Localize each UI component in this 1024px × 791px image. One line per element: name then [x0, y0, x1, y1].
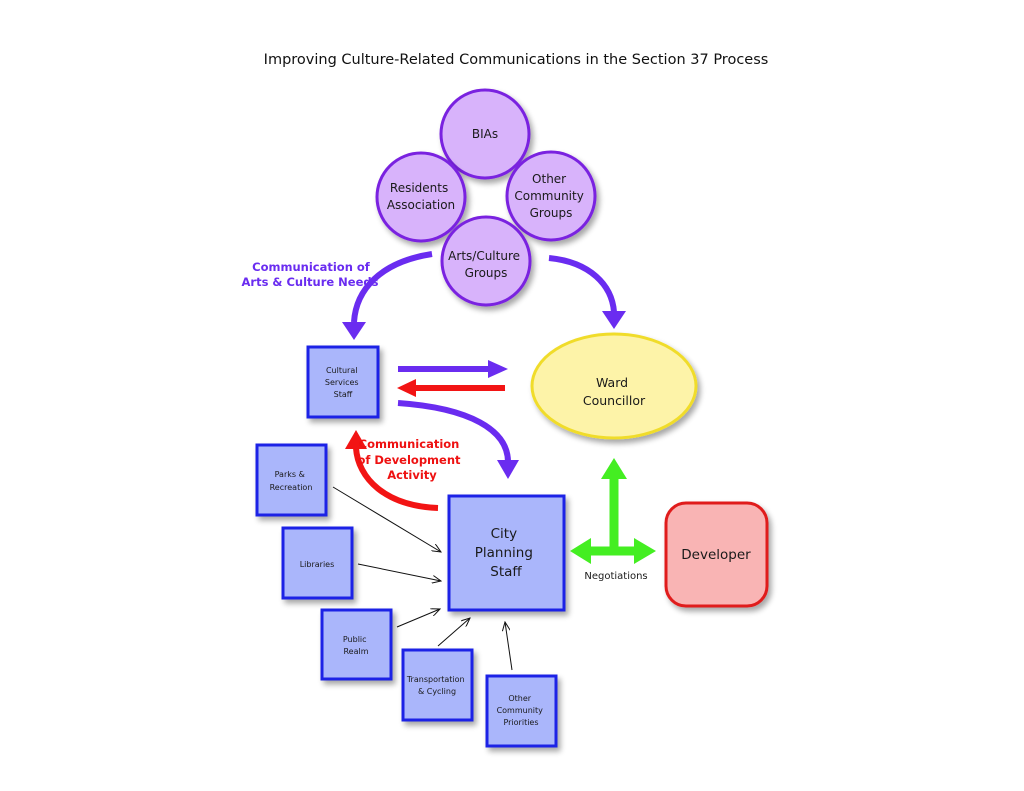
box-parks-recreation: Parks & Recreation: [255, 443, 328, 517]
arrow-transportation-to-planning: [437, 618, 470, 647]
community-circle-other-groups: Other Community Groups: [505, 150, 597, 242]
community-circle-arts-culture: Arts/Culture Groups: [440, 215, 532, 307]
arrow-libraries-to-planning: [357, 563, 441, 581]
box-city-planning-staff: City Planning Staff: [447, 494, 566, 612]
box-transportation-cycling: Transportation & Cycling: [401, 648, 474, 722]
box-label: Public Realm: [343, 635, 369, 656]
ellipse-label: Ward Councillor: [583, 375, 646, 408]
label-development-activity: Communication of Development Activity: [357, 437, 464, 482]
negotiations-arrows: [570, 458, 656, 564]
arrow-community-to-councillor: [548, 255, 626, 329]
community-circle-residents: Residents Association: [375, 151, 467, 243]
box-label: City Planning Staff: [475, 526, 537, 580]
arrow-cultural-to-city-planning: [397, 400, 519, 479]
box-public-realm: Public Realm: [320, 608, 393, 681]
arrow-other-priorities-to-planning: [505, 622, 513, 671]
diagram-title: Improving Culture-Related Communications…: [264, 52, 769, 68]
label-arts-culture-needs: Communication of Arts & Culture Needs: [242, 260, 379, 289]
circle-label: BIAs: [472, 127, 498, 141]
box-label: Libraries: [300, 560, 335, 569]
box-label: Parks & Recreation: [270, 470, 313, 492]
arrow-councillor-to-cultural: [397, 379, 505, 397]
circle-label: Arts/Culture Groups: [448, 249, 524, 280]
box-label: Transportation & Cycling: [406, 675, 467, 696]
arrow-city-planning-to-cultural: [345, 430, 439, 511]
box-label: Other Community Priorities: [497, 694, 546, 727]
box-other-community-priorities: Other Community Priorities: [485, 674, 558, 748]
arrow-parks-to-planning: [332, 486, 441, 552]
arrow-community-to-cultural-services: [342, 251, 433, 340]
label-negotiations: Negotiations: [584, 571, 647, 582]
box-libraries: Libraries: [281, 526, 354, 600]
box-cultural-services: Cultural Services Staff: [306, 345, 380, 419]
arrow-public-realm-to-planning: [396, 609, 440, 628]
box-developer: Developer: [664, 501, 769, 608]
box-label: Developer: [681, 547, 751, 563]
ellipse-ward-councillor: Ward Councillor: [530, 332, 698, 440]
community-circle-bias: BIAs: [439, 88, 531, 180]
box-label: Cultural Services Staff: [325, 366, 361, 399]
arrow-cultural-to-councillor: [398, 360, 508, 378]
circle-label: Other Community Groups: [514, 172, 587, 220]
circle-label: Residents Association: [387, 181, 455, 212]
